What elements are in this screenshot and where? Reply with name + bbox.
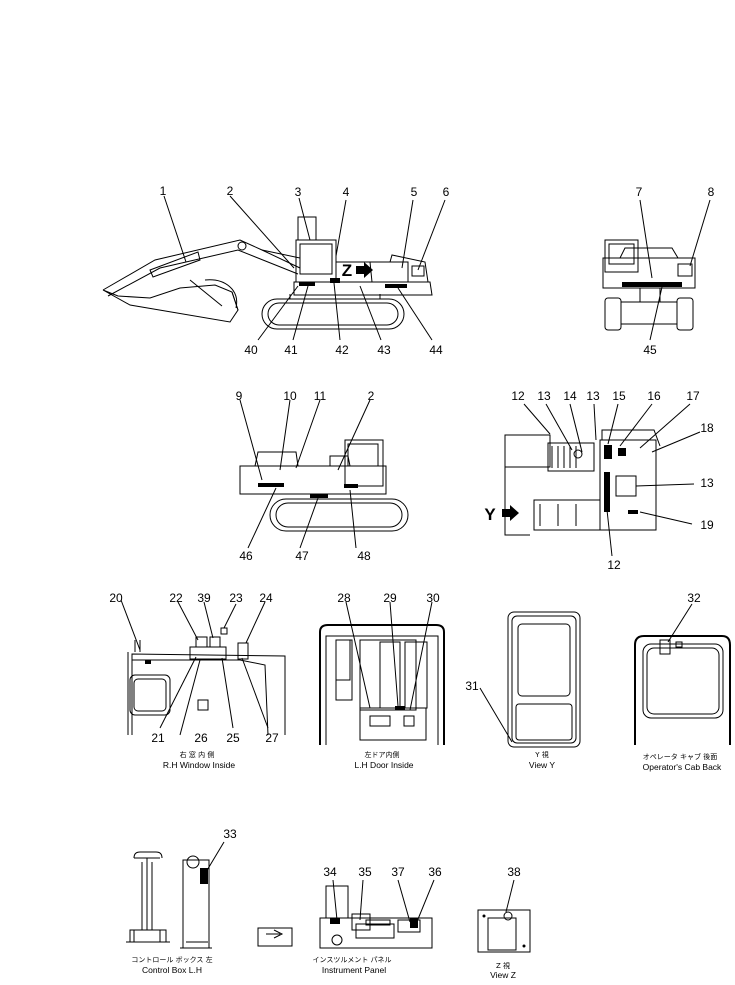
caption-lh-door-jp: 左ドア内側 — [365, 750, 400, 759]
callout-11: 11 — [314, 389, 327, 403]
callout-34: 34 — [323, 865, 337, 879]
callout-30: 30 — [426, 591, 440, 605]
caption-control-box: Control Box L.H — [142, 965, 202, 975]
instrument-panel-callouts: 34 35 37 36 インスツルメント パネル Instrument Pane… — [312, 865, 442, 975]
callout-1: 1 — [160, 184, 167, 198]
caption-view-z: View Z — [490, 970, 516, 980]
view-z-panel — [477, 909, 531, 953]
caption-instrument-jp: インスツルメント パネル — [312, 956, 391, 964]
callout-12: 12 — [511, 389, 525, 403]
callout-28: 28 — [337, 591, 351, 605]
callout-2-second: 2 — [368, 389, 375, 403]
callout-22: 22 — [169, 591, 183, 605]
callout-3: 3 — [295, 185, 302, 199]
caption-cab-back-jp: オペレータ キャブ 後面 — [643, 752, 717, 761]
callout-44: 44 — [429, 343, 443, 357]
excavator-rear-view — [602, 239, 696, 331]
excavator-side-view: Z — [102, 216, 433, 330]
callout-38: 38 — [507, 865, 521, 879]
top-view-callouts: 12 13 14 13 15 16 17 18 13 19 12 — [511, 389, 714, 572]
caption-instrument-panel: Instrument Panel — [322, 965, 386, 975]
callout-17: 17 — [686, 389, 700, 403]
callout-36: 36 — [428, 865, 442, 879]
caption-control-box-jp: コントロール ボックス 左 — [131, 955, 212, 964]
rh-window-inside-view — [127, 627, 286, 736]
callout-29: 29 — [383, 591, 397, 605]
callout-2: 2 — [227, 184, 234, 198]
callout-13-second: 13 — [586, 389, 600, 403]
callout-16: 16 — [647, 389, 661, 403]
callout-6: 6 — [443, 185, 450, 199]
callout-4: 4 — [343, 185, 350, 199]
callout-23: 23 — [229, 591, 243, 605]
caption-rh-window: R.H Window Inside — [163, 760, 236, 770]
caption-view-y-jp: Y 視 — [534, 750, 549, 759]
callout-46: 46 — [239, 549, 253, 563]
callout-48: 48 — [357, 549, 371, 563]
callout-13: 13 — [537, 389, 551, 403]
caption-view-z-jp: Z 視 — [496, 961, 510, 970]
view-y-callouts: 31 Y 視 View Y — [465, 679, 555, 770]
callout-9: 9 — [236, 389, 243, 403]
cab-back-view — [634, 635, 731, 745]
callout-21: 21 — [151, 731, 165, 745]
callout-7: 7 — [636, 185, 643, 199]
view-y-letter: Y — [484, 505, 496, 524]
view-y-door — [507, 611, 581, 748]
lh-door-inside-view — [319, 624, 445, 745]
lh-door-callouts: 28 29 30 左ドア内側 L.H Door Inside — [337, 591, 440, 770]
callout-25: 25 — [226, 731, 240, 745]
caption-cab-back: Operator's Cab Back — [643, 762, 722, 772]
caption-rh-window-jp: 右 窓 内 側 — [180, 750, 215, 759]
callout-12-second: 12 — [607, 558, 621, 572]
caption-lh-door: L.H Door Inside — [354, 760, 413, 770]
caption-view-y: View Y — [529, 760, 555, 770]
callout-15: 15 — [612, 389, 626, 403]
callout-42: 42 — [335, 343, 349, 357]
callout-26: 26 — [194, 731, 208, 745]
cab-back-callouts: 32 オペレータ キャブ 後面 Operator's Cab Back — [643, 591, 722, 772]
side-view-callouts: 1 2 3 4 5 6 40 41 42 43 44 — [160, 184, 450, 357]
rear-view-callouts: 7 8 45 — [636, 185, 715, 357]
callout-31: 31 — [465, 679, 479, 693]
callout-37: 37 — [391, 865, 405, 879]
excavator-opposite-side-view — [239, 439, 409, 532]
view-z-letter: Z — [342, 261, 352, 280]
callout-41: 41 — [284, 343, 298, 357]
callout-18: 18 — [700, 421, 714, 435]
instrument-panel-view — [257, 885, 433, 949]
control-box-lh-view — [126, 851, 212, 949]
callout-27: 27 — [265, 731, 279, 745]
callout-33: 33 — [223, 827, 237, 841]
callout-24: 24 — [259, 591, 273, 605]
control-box-callouts: 33 コントロール ボックス 左 Control Box L.H — [131, 827, 237, 975]
callout-20: 20 — [109, 591, 123, 605]
callout-35: 35 — [358, 865, 372, 879]
callout-8: 8 — [708, 185, 715, 199]
callout-5: 5 — [411, 185, 418, 199]
callout-10: 10 — [283, 389, 297, 403]
view-z-callouts: 38 Z 視 View Z — [490, 865, 521, 980]
callout-19: 19 — [700, 518, 714, 532]
callout-43: 43 — [377, 343, 391, 357]
callout-13-third: 13 — [700, 476, 714, 490]
callout-45: 45 — [643, 343, 657, 357]
opposite-side-callouts: 9 10 11 2 46 47 48 — [236, 389, 375, 563]
callout-39: 39 — [197, 591, 211, 605]
callout-40: 40 — [244, 343, 258, 357]
callout-14: 14 — [563, 389, 577, 403]
excavator-top-view: Y — [484, 429, 661, 536]
callout-47: 47 — [295, 549, 309, 563]
rh-window-callouts: 20 22 39 23 24 21 26 25 27 右 窓 内 側 R.H W… — [109, 591, 279, 770]
callout-32: 32 — [687, 591, 701, 605]
